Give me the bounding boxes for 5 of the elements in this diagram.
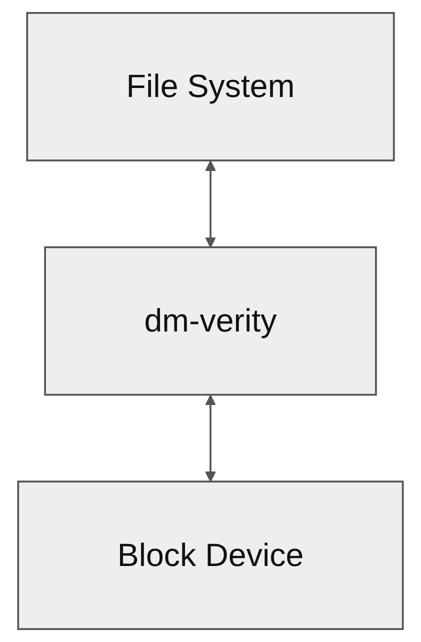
node-box: Block Device — [17, 480, 404, 630]
arrow — [205, 394, 216, 482]
node-box: File System — [26, 12, 395, 162]
arrow — [205, 160, 216, 248]
node-box: dm-verity — [44, 246, 377, 396]
